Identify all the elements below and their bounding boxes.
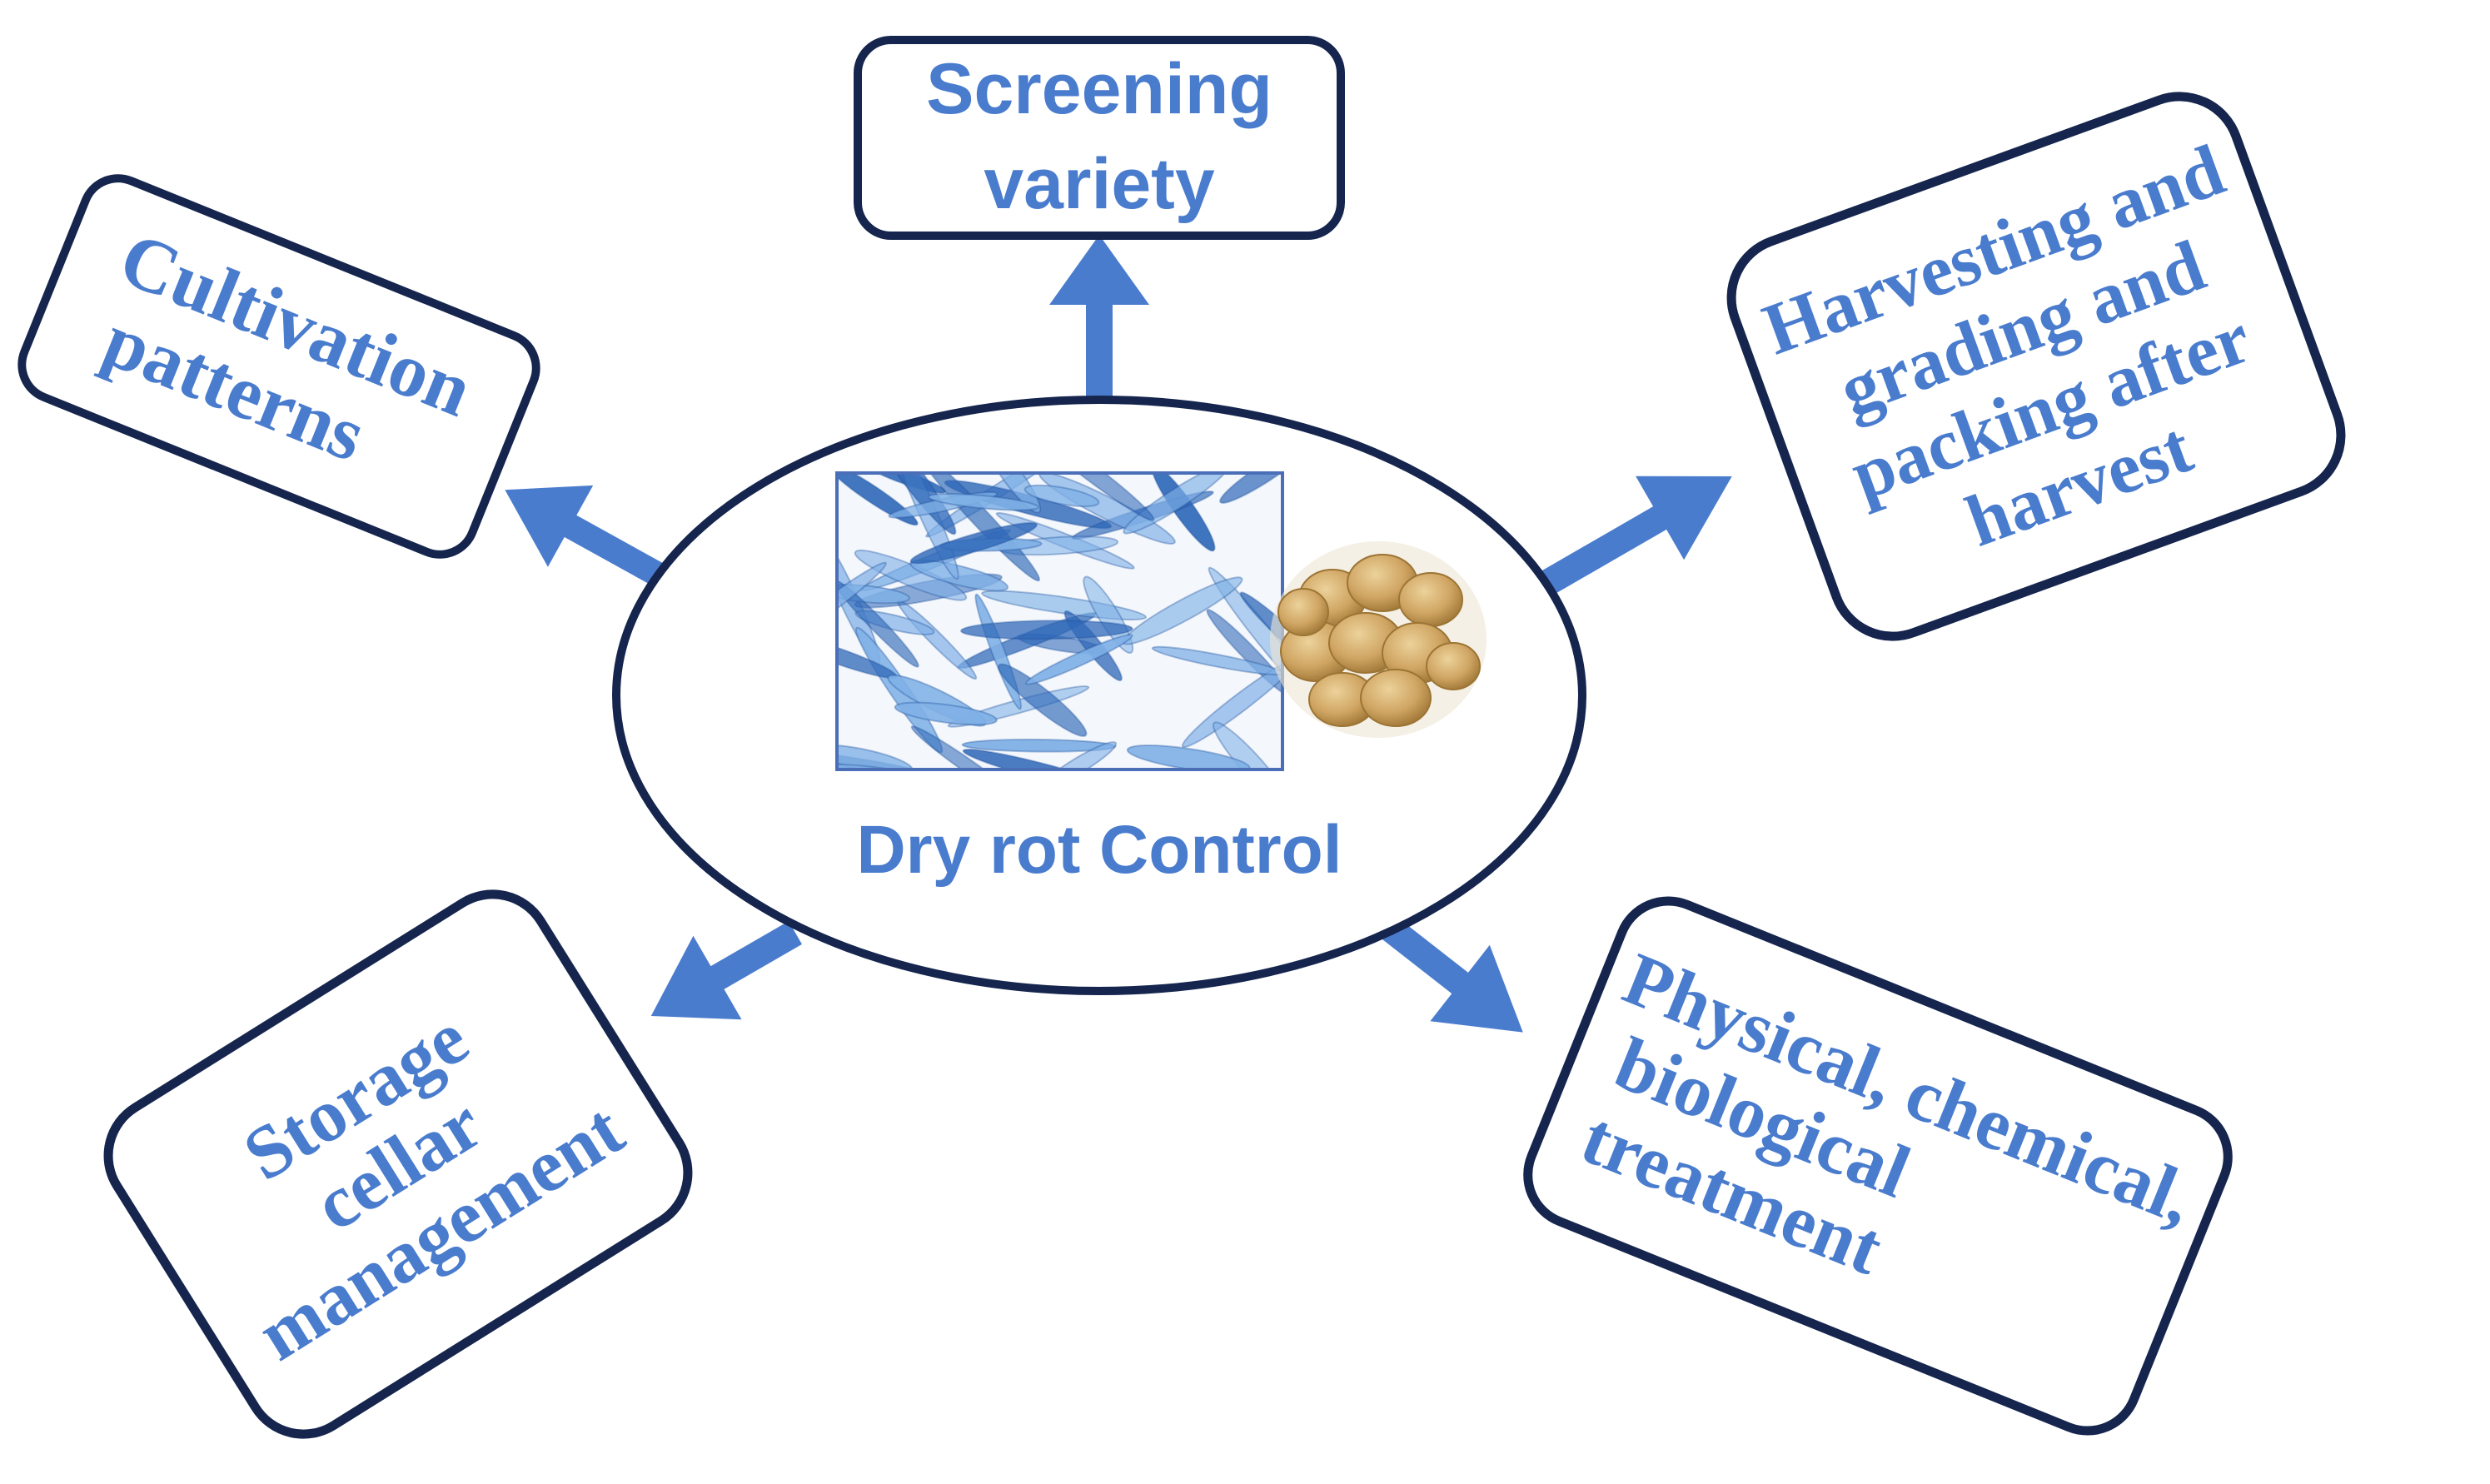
fungus-spore (837, 579, 919, 668)
box-cultivation-patterns: Cultivation patterns (17, 174, 540, 559)
box-screening-line-1: Screening (926, 49, 1272, 129)
fungus-spore (1024, 473, 1155, 521)
potato (1426, 642, 1481, 690)
fungus-spore (984, 473, 1042, 514)
fungus-spores-and-potatoes-image (835, 471, 1487, 771)
fungus-spore (1042, 741, 1118, 769)
potato (1277, 588, 1329, 636)
fungus-spore (1151, 645, 1282, 676)
fungus-spore (1213, 721, 1282, 769)
fungus-spore (909, 521, 1038, 565)
box-screening-variety: Screening variety (854, 36, 1345, 240)
potato (1398, 572, 1463, 627)
fungus-spore (1239, 591, 1282, 693)
fungus-spore (837, 473, 919, 526)
arrow-to-treatment (1381, 917, 1523, 1033)
fungus-spore (960, 620, 1133, 640)
fungus-spore (962, 748, 1130, 769)
fungus-spore (1024, 634, 1133, 685)
box-screening-line-2: variety (984, 144, 1214, 224)
box-treatment: Physical, chemical, biological treatment (1523, 896, 2233, 1436)
fungus-spore (1023, 484, 1100, 508)
fungus-spore (910, 725, 1028, 769)
arrow-to-cultivation (505, 485, 665, 586)
fungus-spore (837, 561, 887, 656)
box-storage: Storage cellar management (103, 889, 693, 1439)
fungus-spore (927, 492, 1039, 511)
center-label: Dry rot Control (856, 812, 1342, 888)
fungus-spore (1219, 473, 1282, 504)
box-harvesting: Harvesting and grading and packing after… (1726, 92, 2346, 641)
fungus-spore (1181, 657, 1282, 749)
arrow-to-storage (650, 921, 802, 1020)
fungus-spore (837, 762, 901, 769)
fungus-spore (998, 663, 1088, 738)
arrow-to-screening (1049, 235, 1149, 400)
fungus-spore (909, 559, 1009, 592)
fungus-spore (894, 701, 998, 726)
fungus-spore (1083, 575, 1134, 655)
arrow-to-harvesting (1541, 476, 1732, 595)
potato (1360, 669, 1432, 727)
fungus-spore (961, 738, 1117, 753)
